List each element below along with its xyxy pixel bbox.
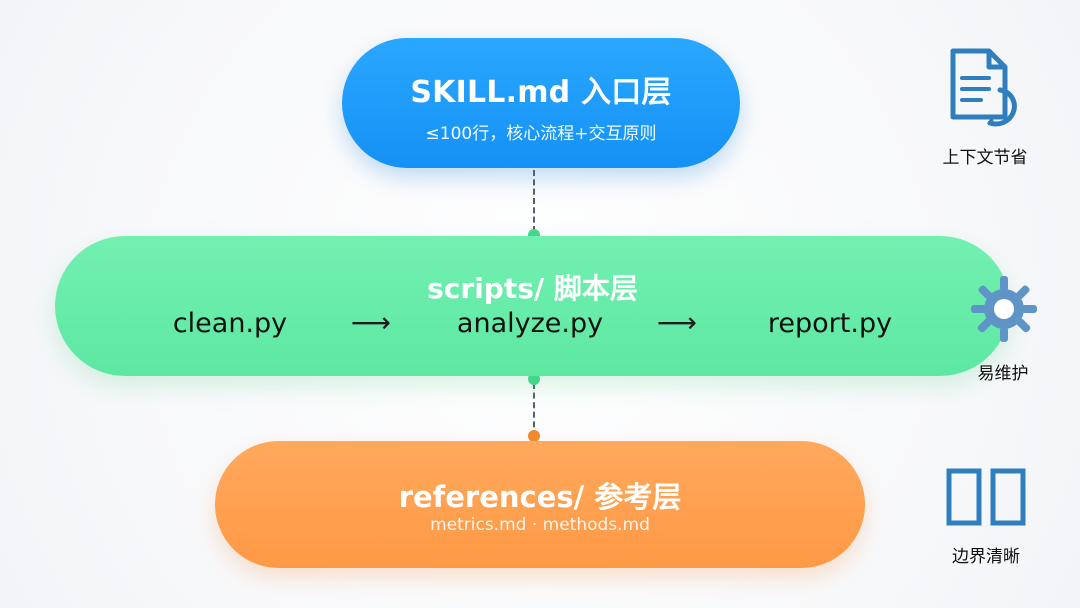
scripts-layer-pill: scripts/ 脚本层 clean.py ⟶ analyze.py ⟶ rep… [55,236,1010,376]
references-top-connector-dot [528,430,540,442]
scripts-to-references-connector [533,383,535,437]
entry-to-scripts-connector [533,170,535,232]
entry-layer-subtitle: ≤100行，核心流程+交互原则 [425,124,657,144]
entry-layer-title: SKILL.md 入口层 [410,75,672,110]
gear-icon [969,274,1039,344]
references-layer-subtitle: metrics.md · methods.md [430,515,650,535]
flow-arrow-2: ⟶ [656,306,698,339]
context-saving-label: 上下文节省 [942,148,1028,168]
analyze-script-label: analyze.py [456,308,604,339]
entry-layer-pill: SKILL.md 入口层 ≤100行，核心流程+交互原则 [342,38,740,168]
references-layer-title: references/ 参考层 [398,480,682,514]
split-panels-icon [944,466,1028,528]
clean-script-label: clean.py [172,308,288,339]
document-refresh-icon [945,47,1023,129]
clear-boundary-label: 边界清晰 [952,547,1020,567]
report-script-label: report.py [767,308,893,339]
scripts-layer-title: scripts/ 脚本层 [427,272,638,305]
scripts-bottom-connector-dot [528,373,540,385]
references-layer-pill: references/ 参考层 metrics.md · methods.md [215,441,865,568]
flow-arrow-1: ⟶ [350,306,392,339]
maintainability-label: 易维护 [977,364,1029,384]
